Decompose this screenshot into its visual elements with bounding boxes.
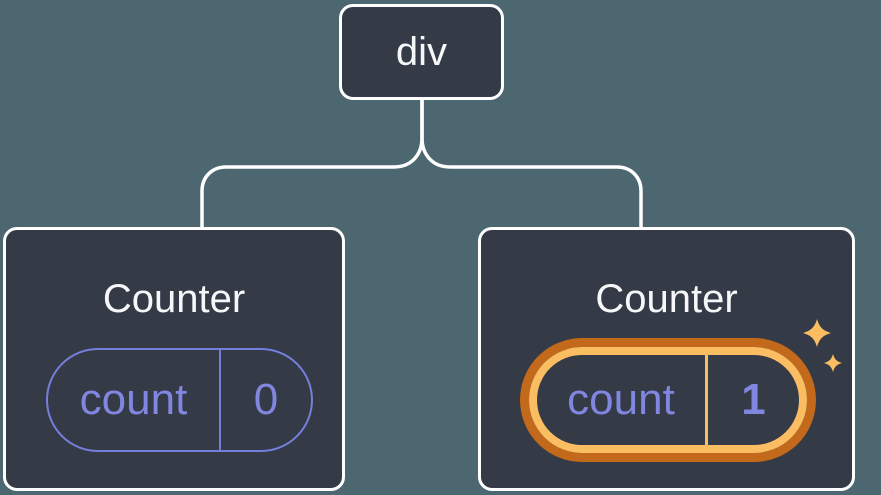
state-value: 0: [253, 375, 279, 424]
state-key-label: count: [567, 375, 675, 424]
connector-left-branch: [200, 98, 424, 229]
component-title: Counter: [595, 277, 738, 321]
state-pill-highlighted: count 1: [529, 347, 807, 453]
tree-root-node: div: [339, 4, 504, 100]
state-value-cell: 1: [708, 355, 799, 445]
state-key-cell: count: [48, 350, 221, 450]
connector-right-branch: [420, 98, 643, 229]
root-node-label: div: [395, 30, 448, 74]
state-value: 1: [741, 375, 766, 424]
state-pill: count 0: [46, 348, 313, 452]
counter-node-right: Counter count 1: [478, 227, 855, 491]
state-value-cell: 0: [221, 350, 311, 450]
state-key-cell: count: [537, 355, 708, 445]
component-title: Counter: [102, 277, 246, 321]
counter-node-left: Counter count 0: [3, 227, 345, 491]
state-key-label: count: [79, 375, 188, 424]
